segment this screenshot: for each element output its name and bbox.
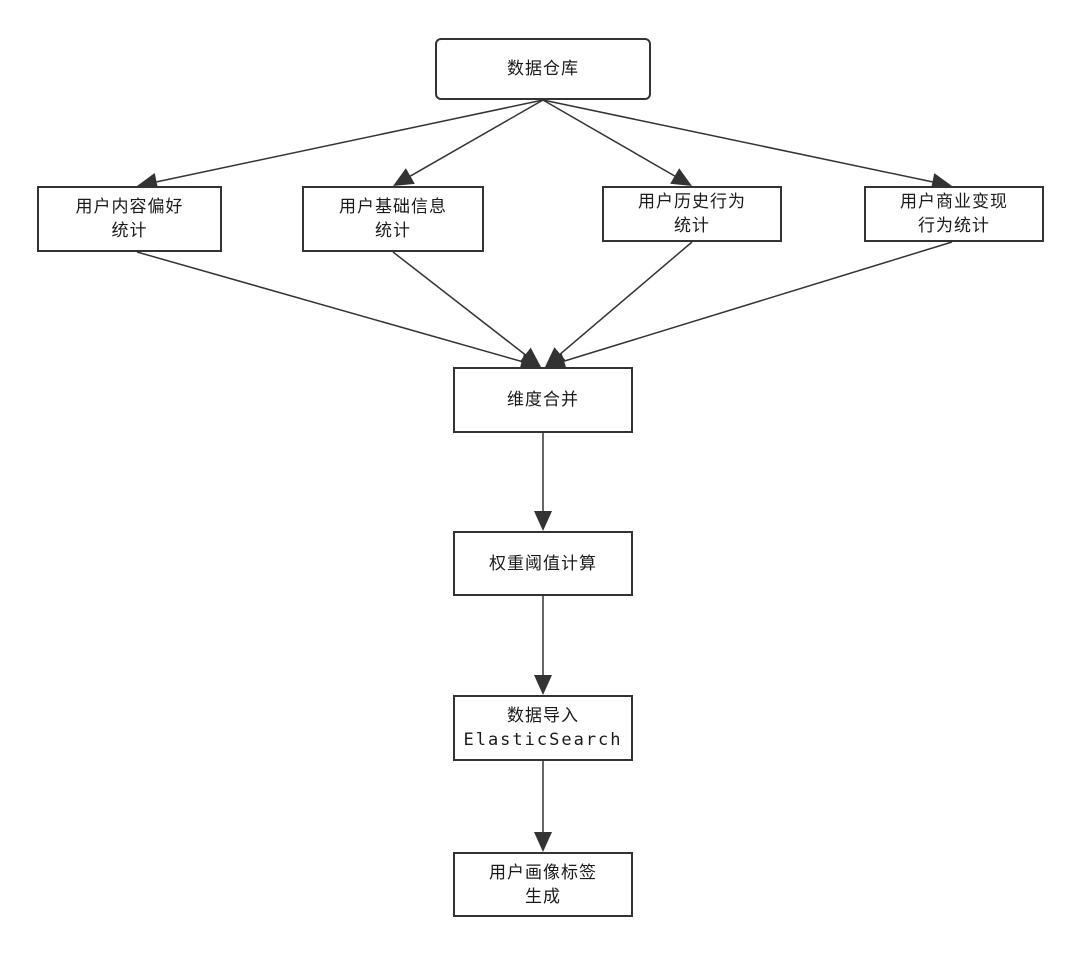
arrowhead-icon [670,168,692,186]
node-user-commercial-behavior-stats: 用户商业变现 行为统计 [864,186,1044,242]
edge-basic_info-to-merge [392,251,541,367]
node-data-warehouse: 数据仓库 [435,38,651,100]
arrowhead-icon [519,347,541,367]
node-label-line: 行为统计 [918,216,990,236]
edge-line [136,251,522,363]
edge-line [409,99,544,177]
node-label-line: 用户基础信息 [339,197,447,217]
node-user-content-preference-stats: 用户内容偏好 统计 [37,186,222,252]
edge-import_es-to-profile_tags [534,761,552,852]
edge-merge-to-weight [534,433,552,531]
node-import-elasticsearch: 数据导入 ElasticSearch [453,695,633,761]
node-label-line: 用户内容偏好 [75,197,184,217]
node-label-line: 维度合并 [507,390,579,410]
arrowhead-icon [534,511,552,531]
arrowhead-icon [393,168,415,186]
node-user-history-behavior-stats: 用户历史行为 统计 [602,186,782,242]
edge-warehouse-to-history [542,99,692,186]
node-label-line: 统计 [111,221,148,241]
edge-weight-to-import_es [534,596,552,695]
node-user-profile-tags: 用户画像标签 生成 [453,852,633,917]
arrowhead-icon [534,832,552,852]
node-label-line: 数据仓库 [507,59,579,79]
edge-warehouse-to-basic_info [393,99,544,186]
edge-content_pref-to-merge [136,251,541,371]
edge-line [542,99,933,183]
arrowhead-icon [534,675,552,695]
edge-history-to-merge [545,241,693,367]
node-label-line: 统计 [674,216,710,236]
node-label-line: ElasticSearch [463,730,623,750]
edge-commercial-to-merge [545,241,953,370]
node-label-line: 用户画像标签 [489,862,597,883]
edge-line [156,99,544,183]
node-label-line: 用户商业变现 [900,192,1008,212]
node-label-line: 生成 [525,886,561,907]
node-label-line: 数据导入 [507,706,579,726]
node-label-line: 权重阈值计算 [489,553,597,574]
edge-line [559,241,693,355]
node-weight-threshold-calc: 权重阈值计算 [453,531,633,596]
node-label-line: 用户历史行为 [638,192,746,212]
node-label-line: 统计 [375,221,411,241]
edge-line [563,241,953,362]
edge-line [392,251,526,356]
edge-warehouse-to-commercial [542,99,952,191]
arrowhead-icon [545,352,567,370]
node-dimension-merge: 维度合并 [453,367,633,433]
node-user-basic-info-stats: 用户基础信息 统计 [302,186,484,252]
edge-warehouse-to-content_pref [137,99,544,191]
edge-line [542,99,676,177]
